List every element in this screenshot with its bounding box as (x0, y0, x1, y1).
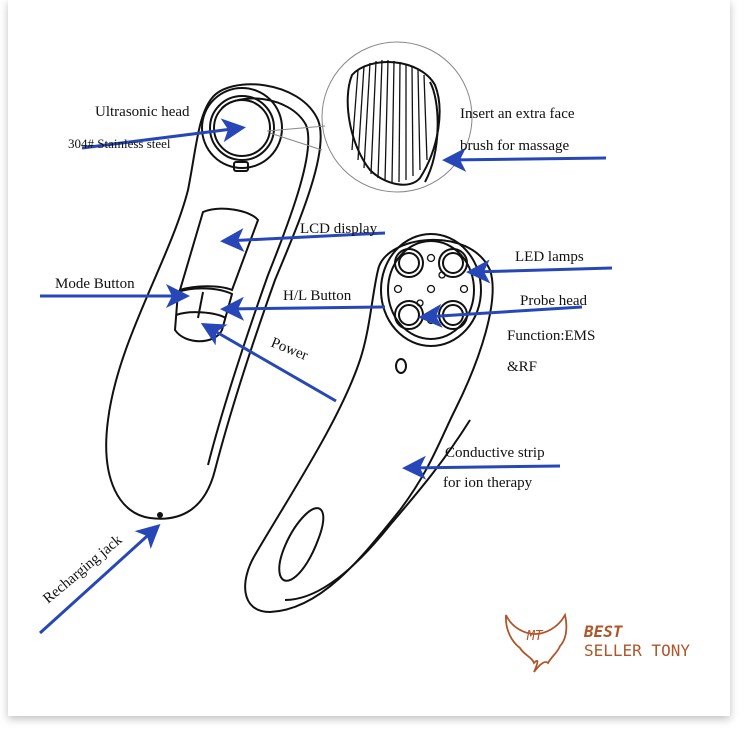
logo-best: BEST (583, 622, 624, 641)
label-conductive-strip-2: for ion therapy (443, 475, 533, 491)
label-stainless-steel: 304# Stainless steel (68, 136, 171, 151)
brand-logo: MT BEST SELLER TONY (505, 612, 690, 673)
label-function-1: Function:EMS (507, 328, 595, 344)
logo-seller-tony: SELLER TONY (584, 641, 690, 660)
label-lcd-display: LCD display (300, 221, 378, 237)
diagram-card (8, 0, 730, 716)
arrow-power (200, 323, 337, 403)
arrow-brush (442, 147, 607, 172)
label-mode-button: Mode Button (55, 276, 135, 292)
label-insert-brush-1: Insert an extra face (460, 106, 575, 122)
arrow-led-lamps (466, 259, 613, 284)
brush-magnifier-drawing (266, 41, 473, 193)
label-insert-brush-2: brush for massage (460, 138, 569, 154)
arrow-lcd (220, 228, 386, 253)
arrow-ultrasonic-head (81, 118, 246, 150)
label-probe-head: Probe head (520, 293, 588, 309)
label-led-lamps: LED lamps (515, 249, 584, 265)
svg-text:MT: MT (526, 629, 544, 644)
arrow-hl-button (220, 296, 386, 321)
arrow-recharging-jack (38, 523, 161, 635)
label-conductive-strip-1: Conductive strip (445, 445, 545, 461)
bat-logo-icon (505, 612, 568, 673)
arrow-probe-head (418, 303, 583, 328)
ultrasonic-device-drawing (105, 83, 322, 520)
label-function-2: &RF (507, 359, 537, 375)
label-hl-button: H/L Button (283, 288, 352, 304)
label-power: Power (269, 335, 311, 364)
label-ultrasonic-head: Ultrasonic head (95, 104, 190, 120)
arrow-conductive-strip (402, 455, 561, 480)
